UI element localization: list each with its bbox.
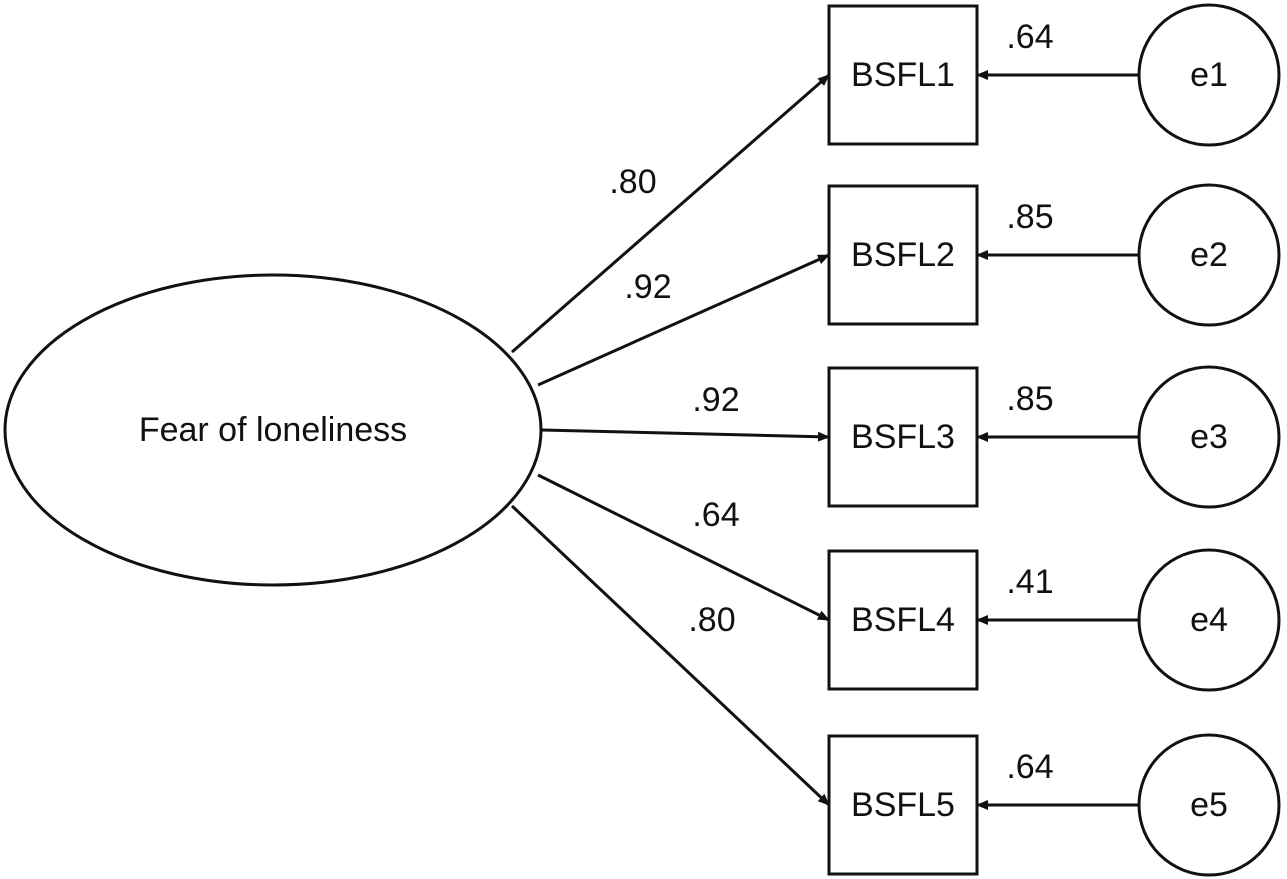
loading-label-1: .80: [609, 163, 656, 201]
loading-path-1: [511, 73, 830, 354]
loading-label-5: .80: [688, 601, 735, 639]
error-circle-2: [1137, 183, 1281, 327]
loading-path-5: [510, 504, 831, 807]
indicator-label-1: BSFL1: [851, 56, 955, 94]
error-circle-1: [1137, 3, 1281, 147]
loading-path-3: [541, 428, 830, 442]
error-circle-3: [1137, 365, 1281, 509]
error-value-label-4: .41: [1006, 563, 1053, 601]
error-circle-4: [1137, 548, 1281, 692]
error-label-3: e3: [1190, 418, 1228, 456]
error-value-label-2: .85: [1006, 198, 1053, 236]
error-value-label-1: .64: [1006, 18, 1053, 56]
loading-label-2: .92: [624, 268, 671, 306]
error-circle-5: [1137, 733, 1281, 877]
error-label-1: e1: [1190, 56, 1228, 94]
indicator-label-3: BSFL3: [851, 418, 955, 456]
indicator-box-2: [827, 184, 979, 326]
error-value-label-5: .64: [1006, 748, 1053, 786]
latent-factor-ellipse: [3, 273, 543, 587]
indicator-label-4: BSFL4: [851, 601, 955, 639]
loading-path-2: [537, 253, 830, 387]
error-label-2: e2: [1190, 236, 1228, 274]
error-value-label-3: .85: [1006, 380, 1053, 418]
indicator-box-4: [827, 549, 979, 691]
error-label-4: e4: [1190, 601, 1228, 639]
loading-path-4: [537, 473, 830, 622]
indicator-label-2: BSFL2: [851, 236, 955, 274]
indicator-box-5: [827, 734, 979, 876]
indicator-label-5: BSFL5: [851, 786, 955, 824]
loading-label-4: .64: [692, 496, 739, 534]
latent-factor-label: Fear of loneliness: [139, 411, 407, 449]
indicator-box-3: [827, 366, 979, 508]
error-label-5: e5: [1190, 786, 1228, 824]
indicator-box-1: [827, 4, 979, 146]
loading-label-3: .92: [692, 381, 739, 419]
